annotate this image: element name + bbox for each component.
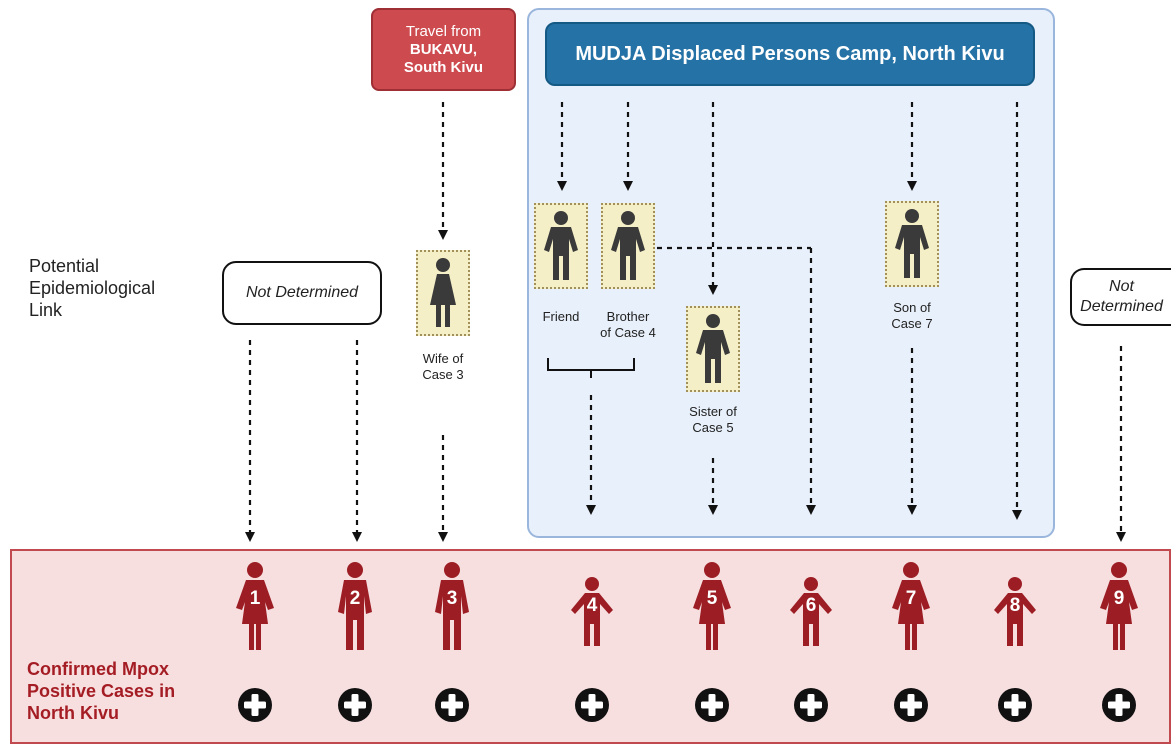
son-caption-line-2: Case 7 — [891, 316, 933, 331]
case-5-figure: 5 — [689, 562, 735, 657]
brother-card — [601, 203, 655, 289]
friend-brother-bracket — [547, 358, 635, 378]
not-determined-left-text: Not Determined — [245, 284, 359, 301]
sister-caption-line-1: Sister of — [689, 404, 737, 419]
case-7-figure: 7 — [888, 562, 934, 657]
case-9-figure: 9 — [1096, 562, 1142, 657]
case-number: 3 — [446, 588, 458, 609]
not-determined-box-left: Not Determined — [222, 261, 382, 325]
camp-title: MUDJA Displaced Persons Camp, North Kivu — [545, 22, 1035, 86]
case-4-figure: 4 — [569, 570, 615, 653]
son-caption-line-1: Son of — [893, 300, 931, 315]
male-person-icon — [696, 314, 730, 383]
case-number: 9 — [1113, 588, 1125, 609]
case-number: 6 — [805, 595, 817, 616]
potential-link-line-2: Epidemiological — [29, 278, 156, 298]
positive-plus-icon — [893, 687, 929, 728]
case-3-figure: 3 — [429, 562, 475, 657]
potential-link-line-3: Link — [29, 300, 63, 320]
positive-plus-icon — [793, 687, 829, 728]
case-number: 7 — [905, 588, 917, 609]
not-determined-right-line-2: Determined — [1080, 298, 1163, 315]
travel-line-1: Travel from — [405, 22, 482, 40]
person-icon — [338, 562, 372, 650]
case-6-figure: 6 — [788, 570, 834, 653]
confirmed-line-3: North Kivu — [27, 703, 119, 723]
person-icon — [693, 562, 731, 650]
case-8-figure: 8 — [992, 570, 1038, 653]
wife-caption-line-1: Wife of — [422, 351, 464, 366]
not-determined-right-line-1: Not — [1109, 278, 1134, 295]
case-1-figure: 1 — [232, 562, 278, 657]
positive-plus-icon — [1101, 687, 1137, 728]
person-icon — [994, 577, 1036, 646]
sister-caption-line-2: Case 5 — [692, 420, 734, 435]
camp-title-text: MUDJA Displaced Persons Camp, North Kivu — [575, 42, 1005, 65]
person-icon — [790, 577, 832, 646]
person-icon — [571, 577, 613, 646]
confirmed-line-1: Confirmed Mpox — [27, 659, 169, 679]
brother-caption-line-2: of Case 4 — [600, 325, 656, 340]
case-number: 2 — [349, 588, 361, 609]
positive-plus-icon — [694, 687, 730, 728]
male-person-icon — [611, 211, 645, 280]
brother-caption-line-1: Brother — [606, 309, 650, 324]
sister-card — [686, 306, 740, 392]
son-card — [885, 201, 939, 287]
male-person-icon — [544, 211, 578, 280]
person-icon — [236, 562, 274, 650]
travel-origin-box: Travel from BUKAVU, South Kivu — [371, 8, 516, 91]
positive-plus-icon — [434, 687, 470, 728]
case-number: 8 — [1009, 595, 1021, 616]
person-icon — [1100, 562, 1138, 650]
positive-plus-icon — [237, 687, 273, 728]
positive-plus-icon — [574, 687, 610, 728]
positive-plus-icon — [337, 687, 373, 728]
case-number: 5 — [706, 588, 718, 609]
female-person-icon — [430, 258, 456, 327]
case-number: 4 — [586, 595, 598, 616]
friend-caption-text: Friend — [542, 309, 580, 324]
confirmed-line-2: Positive Cases in — [27, 681, 176, 701]
person-icon — [435, 562, 469, 650]
wife-card — [416, 250, 470, 336]
potential-link-line-1: Potential — [29, 256, 100, 276]
male-person-icon — [895, 209, 929, 278]
case-2-figure: 2 — [332, 562, 378, 657]
person-icon — [892, 562, 930, 650]
confirmed-cases-label: Confirmed Mpox Positive Cases in North K… — [27, 658, 247, 724]
friend-card — [534, 203, 588, 289]
travel-line-2: BUKAVU, — [409, 40, 478, 58]
case-number: 1 — [249, 588, 261, 609]
travel-line-3: South Kivu — [403, 58, 484, 76]
friend-caption: Friend — [516, 309, 606, 325]
potential-link-label: Potential Epidemiological Link — [29, 255, 155, 321]
wife-caption-line-2: Case 3 — [422, 367, 464, 382]
positive-plus-icon — [997, 687, 1033, 728]
